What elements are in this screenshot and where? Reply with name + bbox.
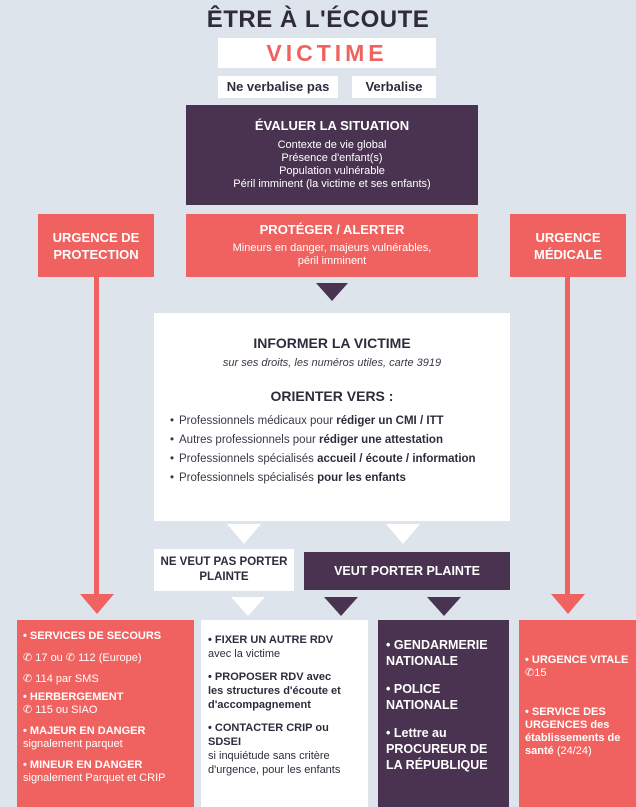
protection-connector [94, 277, 99, 595]
medical-connector [565, 277, 570, 595]
protection-column: • SERVICES DE SECOURS ✆ 17 ou ✆ 112 (Eur… [17, 620, 194, 807]
victim-label: VICTIME [218, 38, 436, 68]
evaluate-item: Population vulnérable [279, 165, 385, 177]
protect-box: PROTÉGER / ALERTER Mineurs en danger, ma… [186, 214, 478, 277]
protect-sub: Mineurs en danger, majeurs vulnérables, [232, 242, 432, 254]
evaluate-box: ÉVALUER LA SITUATION Contexte de vie glo… [186, 105, 478, 205]
urgence-protection-box: URGENCE DE PROTECTION [38, 214, 154, 277]
complaint-column: • GENDARMERIE NATIONALE • POLICE NATIONA… [378, 620, 509, 807]
medical-column: • URGENCE VITALE✆15 • SERVICE DES URGENC… [519, 620, 636, 807]
protection-item: • HERBERGEMENT✆ 115 ou SIAO [23, 691, 124, 716]
arrow-down-icon [551, 594, 585, 614]
urgence-protection-line: PROTECTION [53, 247, 139, 262]
urgence-protection-line: URGENCE DE [52, 230, 140, 245]
protection-item: ✆ 114 par SMS [23, 673, 99, 685]
no-complaint-line: NE VEUT PAS PORTER [160, 556, 288, 568]
arrow-down-icon [231, 597, 265, 616]
choice-verbalize: Verbalise [352, 76, 436, 98]
evaluate-item: Contexte de vie global [277, 139, 387, 151]
complaint-item: • Lettre au PROCUREUR DE LA RÉPUBLIQUE [386, 726, 488, 772]
arrow-down-icon [324, 597, 358, 616]
complaint-item: • GENDARMERIE NATIONALE [386, 638, 488, 668]
orient-item: Professionnels spécialisés pour les enfa… [170, 472, 510, 484]
choice-not-verbalize: Ne verbalise pas [218, 76, 338, 98]
evaluate-item: Péril imminent (la victime et ses enfant… [233, 178, 431, 190]
arrow-down-icon [386, 524, 420, 544]
urgence-medicale-line: URGENCE [535, 230, 601, 245]
medical-item: • URGENCE VITALE✆15 [525, 654, 629, 679]
complaint-item: • POLICE NATIONALE [386, 682, 458, 712]
medical-item: • SERVICE DES URGENCES des établissement… [525, 706, 621, 757]
inform-box: INFORMER LA VICTIME sur ses droits, les … [154, 313, 510, 521]
protection-item: ✆ 17 ou ✆ 112 (Europe) [23, 652, 142, 664]
evaluate-item: Présence d'enfant(s) [281, 152, 383, 164]
orient-item: Professionnels spécialisés accueil / éco… [170, 453, 510, 465]
protection-item: • SERVICES DE SECOURS [23, 630, 162, 642]
orient-title: ORIENTER VERS : [270, 388, 394, 404]
orient-list: Professionnels médicaux pour rédiger un … [170, 415, 510, 484]
inform-title: INFORMER LA VICTIME [253, 335, 411, 351]
arrow-down-icon [427, 597, 461, 616]
no-complaint-line: PLAINTE [199, 571, 249, 583]
no-complaint-box: NE VEUT PAS PORTER PLAINTE [154, 549, 294, 591]
evaluate-title: ÉVALUER LA SITUATION [254, 118, 410, 133]
orient-item: Professionnels médicaux pour rédiger un … [170, 415, 510, 427]
orient-item: Autres professionnels pour rédiger une a… [170, 434, 510, 446]
complaint-box: VEUT PORTER PLAINTE [304, 552, 510, 590]
protect-sub: péril imminent [297, 255, 367, 267]
page-title: ÊTRE À L'ÉCOUTE [206, 6, 430, 33]
arrow-down-icon [316, 283, 348, 301]
urgence-medicale-line: MÉDICALE [534, 247, 602, 262]
protect-title: PROTÉGER / ALERTER [259, 222, 405, 237]
urgence-medicale-box: URGENCE MÉDICALE [510, 214, 626, 277]
arrow-down-icon [80, 594, 114, 614]
arrow-down-icon [227, 524, 261, 544]
inform-subtitle: sur ses droits, les numéros utiles, cart… [222, 357, 442, 369]
